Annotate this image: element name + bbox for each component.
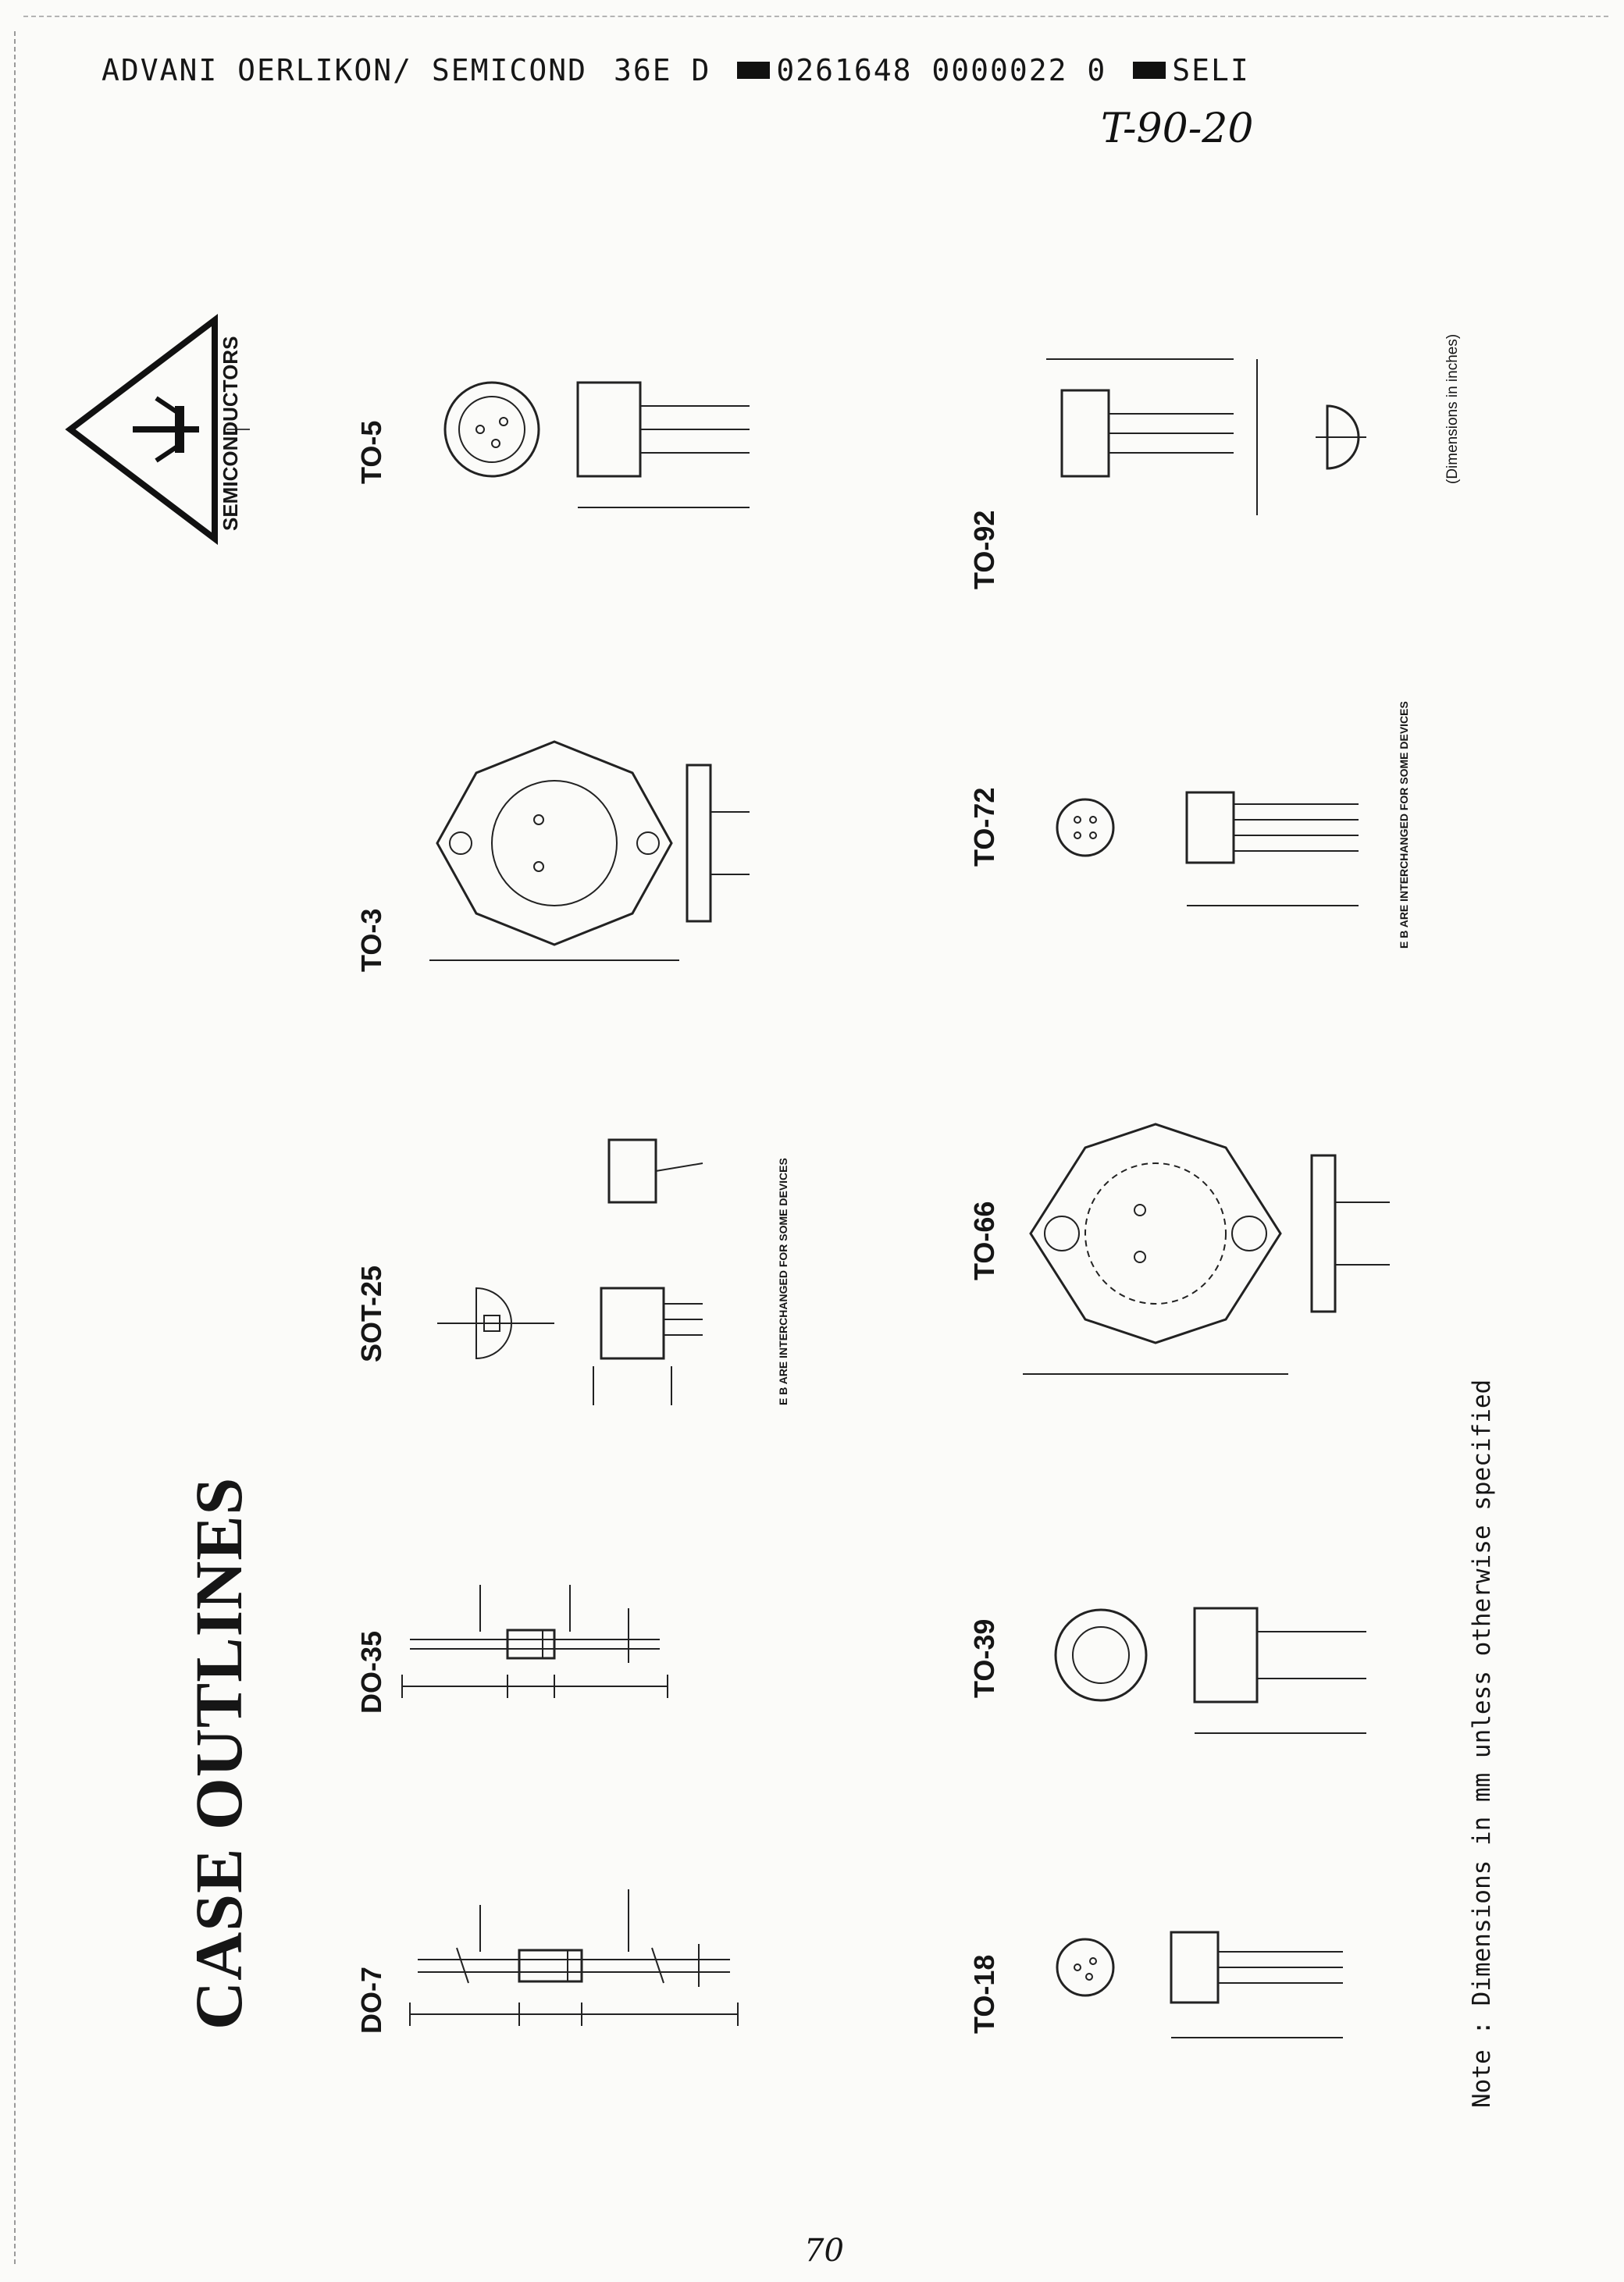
to3-drawing — [406, 695, 765, 976]
to39-drawing — [1015, 1561, 1374, 1780]
header-code-1: 36E D — [613, 53, 711, 87]
to66-drawing — [999, 1077, 1405, 1390]
header-code-3-group: SELI — [1133, 53, 1250, 87]
package-label-to72: TO-72 — [968, 787, 1000, 867]
footnote: Note : Dimensions in mm unless otherwise… — [1468, 1379, 1496, 2108]
package-label-to39: TO-39 — [968, 1618, 1000, 1698]
scan-edge-left — [14, 31, 27, 2264]
page-header: ADVANI OERLIKON/ SEMICOND 36E D 0261648 … — [102, 48, 1304, 92]
to5-drawing — [406, 328, 765, 546]
to72-drawing — [1015, 718, 1374, 952]
package-label-to5: TO-5 — [355, 420, 387, 484]
handwritten-reference: T-90-20 — [1101, 105, 1254, 152]
package-label-to18: TO-18 — [968, 1954, 1000, 2034]
do35-drawing — [394, 1546, 675, 1749]
header-company: ADVANI OERLIKON/ SEMICOND — [102, 53, 587, 87]
package-label-to3: TO-3 — [355, 908, 387, 972]
package-label-do35: DO-35 — [355, 1630, 387, 1714]
do7-drawing — [394, 1858, 753, 2092]
package-label-to66: TO-66 — [968, 1201, 1000, 1280]
package-label-sot25: SOT-25 — [355, 1265, 387, 1362]
header-code-3: SELI — [1172, 53, 1250, 87]
page-number: 70 — [804, 2233, 844, 2269]
scan-edge-top — [23, 16, 1608, 19]
to92-dimensions-note: (Dimensions in inches) — [1444, 333, 1461, 484]
to18-drawing — [1015, 1889, 1359, 2092]
page-title: CASE OUTLINES — [181, 1476, 256, 2030]
black-block-icon — [1133, 62, 1166, 79]
sot25-note: E B ARE INTERCHANGED FOR SOME DEVICES — [777, 1158, 789, 1405]
package-label-to92: TO-92 — [968, 510, 1000, 589]
black-block-icon — [737, 62, 771, 79]
package-label-do7: DO-7 — [355, 1966, 387, 2034]
header-code-2-group: 0261648 0000022 0 — [737, 53, 1106, 87]
to92-drawing — [999, 312, 1437, 562]
logo-text: SEMICONDUCTORS — [219, 336, 242, 531]
header-code-2: 0261648 0000022 0 — [776, 53, 1107, 87]
sot25-drawing — [406, 1109, 750, 1421]
to72-note: E B ARE INTERCHANGED FOR SOME DEVICES — [1398, 701, 1410, 949]
semiconductors-logo-icon — [62, 312, 258, 546]
